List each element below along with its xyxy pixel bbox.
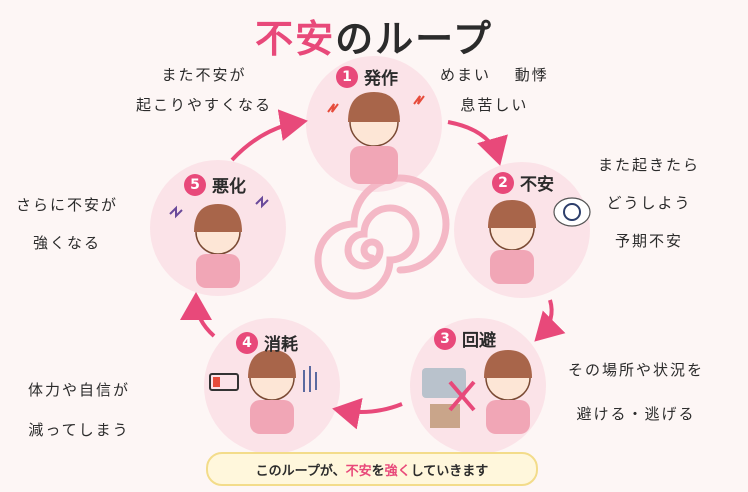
arrow-3-to-4 xyxy=(332,397,403,430)
note-bottom-left: 体力や自信が 減ってしまう xyxy=(28,370,130,450)
stage-number-5: 5 xyxy=(184,173,206,196)
stage-label-2: 2 不安 xyxy=(492,170,554,195)
note-bottom-right: その場所や状況を 避ける・逃げる xyxy=(568,348,704,436)
note-line: めまい 動悸 xyxy=(440,66,549,84)
stage-title-4: 消耗 xyxy=(264,335,298,355)
banner-text-3: していきます xyxy=(410,463,489,479)
note-line: 息苦しい xyxy=(460,96,529,114)
banner-emphasis-2: 強く xyxy=(384,463,411,479)
note-top-right: めまい 動悸 息苦しい xyxy=(440,60,549,120)
stage-title-5: 悪化 xyxy=(212,177,246,197)
note-line: 起こりやすくなる xyxy=(136,96,273,114)
arrow-4-to-5 xyxy=(180,292,216,338)
note-left: さらに不安が 強くなる xyxy=(16,186,118,262)
person-5-illustration xyxy=(169,195,269,288)
person-4-illustration xyxy=(209,350,317,434)
note-line: また起きたら xyxy=(598,156,701,174)
title-rest: のループ xyxy=(335,17,493,61)
note-line: また不安が xyxy=(161,66,247,84)
arrow-5-to-1 xyxy=(230,109,308,162)
stage-number-3: 3 xyxy=(434,327,456,350)
page-title: 不安のループ xyxy=(0,8,748,63)
note-right: また起きたら どうしよう 予期不安 xyxy=(598,146,700,260)
person-2-illustration xyxy=(488,197,591,284)
note-line: 減ってしまう xyxy=(28,421,130,439)
person-1-illustration xyxy=(327,92,425,184)
banner-text-2: を xyxy=(371,463,385,479)
banner-emphasis-1: 不安 xyxy=(345,463,372,479)
spiral xyxy=(314,174,450,300)
stage-label-3: 3 回避 xyxy=(434,326,496,351)
stage-label-1: 1 発作 xyxy=(336,64,398,89)
banner-text-1: このループが、 xyxy=(255,463,346,479)
note-line: どうしよう xyxy=(606,194,692,212)
stage-number-1: 1 xyxy=(336,65,358,88)
note-line: 予期不安 xyxy=(615,232,684,250)
stage-title-3: 回避 xyxy=(462,331,496,351)
note-line: 強くなる xyxy=(33,234,102,252)
stage-number-2: 2 xyxy=(492,171,514,194)
person-3-illustration xyxy=(422,350,532,434)
stage-label-5: 5 悪化 xyxy=(184,172,246,197)
stage-title-1: 発作 xyxy=(364,69,398,89)
note-top-left: また不安が 起こりやすくなる xyxy=(136,60,272,120)
note-line: さらに不安が xyxy=(16,196,119,214)
summary-banner: このループが、不安を強くしていきます xyxy=(206,452,538,486)
arrow-2-to-3 xyxy=(534,299,566,342)
note-line: その場所や状況を xyxy=(568,361,705,379)
title-accent: 不安 xyxy=(255,17,336,61)
stage-title-2: 不安 xyxy=(520,175,554,195)
note-line: 避ける・逃げる xyxy=(576,405,696,423)
note-line: 体力や自信が xyxy=(28,381,131,399)
stage-label-4: 4 消耗 xyxy=(236,330,298,355)
stage-number-4: 4 xyxy=(236,331,258,354)
arrow-1-to-2 xyxy=(447,120,508,166)
